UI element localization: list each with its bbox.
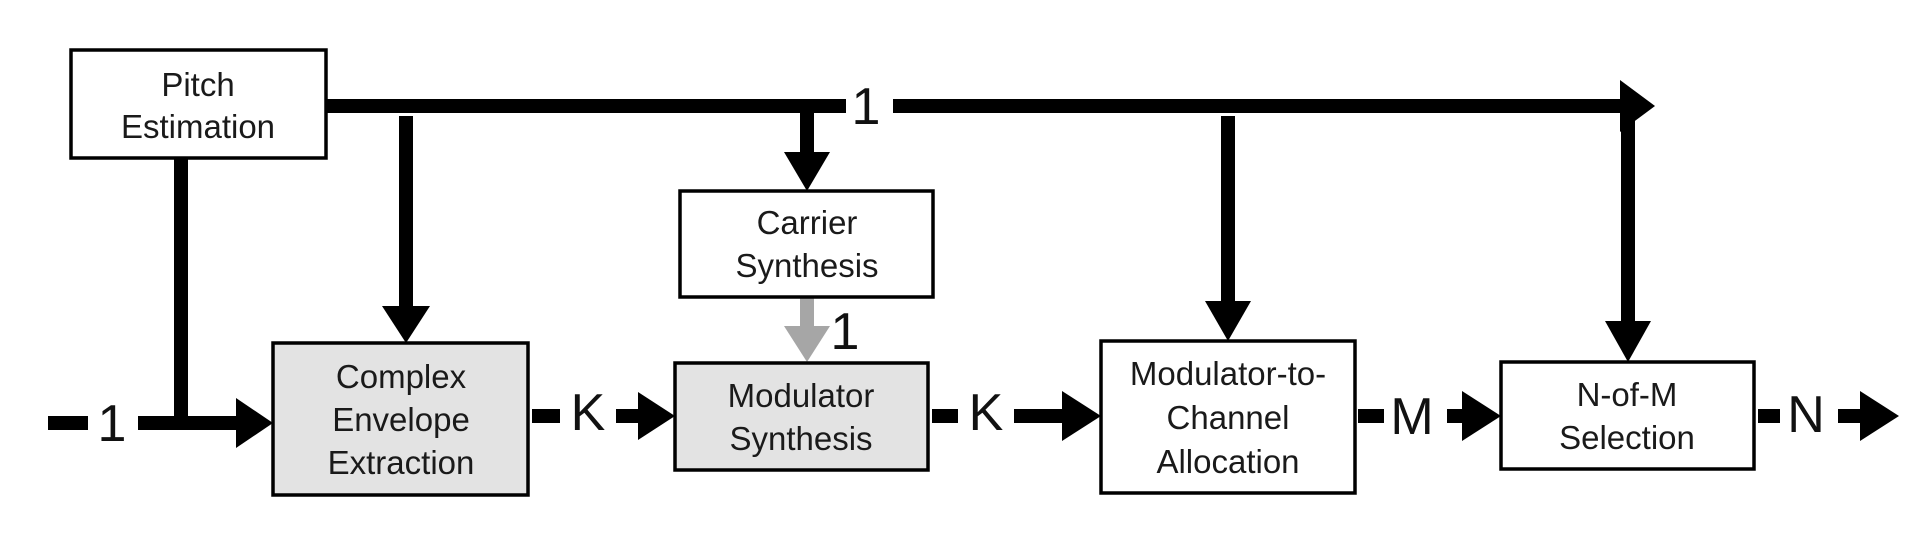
- drop-allocation-arrowhead: [1205, 301, 1251, 341]
- modulator-to-channel-allocation-box: [1099, 339, 1357, 495]
- pitch-estimation-box: [69, 48, 328, 160]
- envelope-to-modulator-width-label: K: [571, 384, 606, 442]
- n-of-m-selection-block: N-of-M Selection: [1499, 360, 1756, 471]
- drop-carrier-arrowhead: [784, 152, 830, 191]
- complex-envelope-extraction-box: [271, 341, 530, 497]
- pitch-estimation-block: Pitch Estimation: [69, 48, 328, 160]
- carrier-to-modulator-width-label: 1: [831, 303, 860, 361]
- carrier-synthesis-block: Carrier Synthesis: [678, 189, 935, 299]
- input-arrowhead: [236, 398, 273, 448]
- allocation-to-selection-width-label: M: [1390, 388, 1433, 446]
- envelope-to-modulator-arrowhead: [638, 392, 675, 440]
- complex-envelope-label-line-2: Envelope: [332, 401, 470, 438]
- modulator-synthesis-block: Modulator Synthesis: [673, 361, 930, 472]
- carrier-synthesis-label-line-2: Synthesis: [735, 247, 878, 284]
- n-of-m-selection-label-line-1: N-of-M: [1577, 376, 1678, 413]
- modulator-synthesis-label-line-1: Modulator: [728, 377, 875, 414]
- drop-selection-arrowhead: [1605, 321, 1651, 362]
- output-arrowhead: [1860, 391, 1899, 441]
- carrier-synthesis-label-line-1: Carrier: [757, 204, 858, 241]
- output-width-label: N: [1787, 386, 1825, 444]
- complex-envelope-extraction-block: Complex Envelope Extraction: [271, 341, 530, 497]
- modulator-to-channel-allocation-block: Modulator-to- Channel Allocation: [1099, 339, 1357, 495]
- pitch-estimation-label-line-2: Estimation: [121, 108, 275, 145]
- pitch-estimation-label-line-1: Pitch: [161, 66, 234, 103]
- carrier-synthesis-box: [678, 189, 935, 299]
- modulator-synthesis-box: [673, 361, 930, 472]
- carrier-to-modulator-arrowhead: [784, 326, 830, 362]
- allocation-label-line-1: Modulator-to-: [1130, 355, 1326, 392]
- input-width-label: 1: [98, 395, 127, 453]
- allocation-label-line-2: Channel: [1167, 399, 1290, 436]
- allocation-to-selection-arrowhead: [1462, 391, 1501, 441]
- n-of-m-selection-box: [1499, 360, 1756, 471]
- connectors: [48, 80, 1899, 448]
- complex-envelope-label-line-3: Extraction: [328, 444, 475, 481]
- n-of-m-selection-label-line-2: Selection: [1559, 419, 1695, 456]
- modulator-to-allocation-width-label: K: [969, 384, 1004, 442]
- modulator-synthesis-label-line-2: Synthesis: [729, 420, 872, 457]
- modulator-to-allocation-arrowhead: [1062, 391, 1101, 441]
- pitch-bus-width-label: 1: [852, 78, 881, 136]
- drop-envelope-arrowhead: [382, 306, 430, 343]
- complex-envelope-label-line-1: Complex: [336, 358, 467, 395]
- allocation-label-line-3: Allocation: [1156, 443, 1299, 480]
